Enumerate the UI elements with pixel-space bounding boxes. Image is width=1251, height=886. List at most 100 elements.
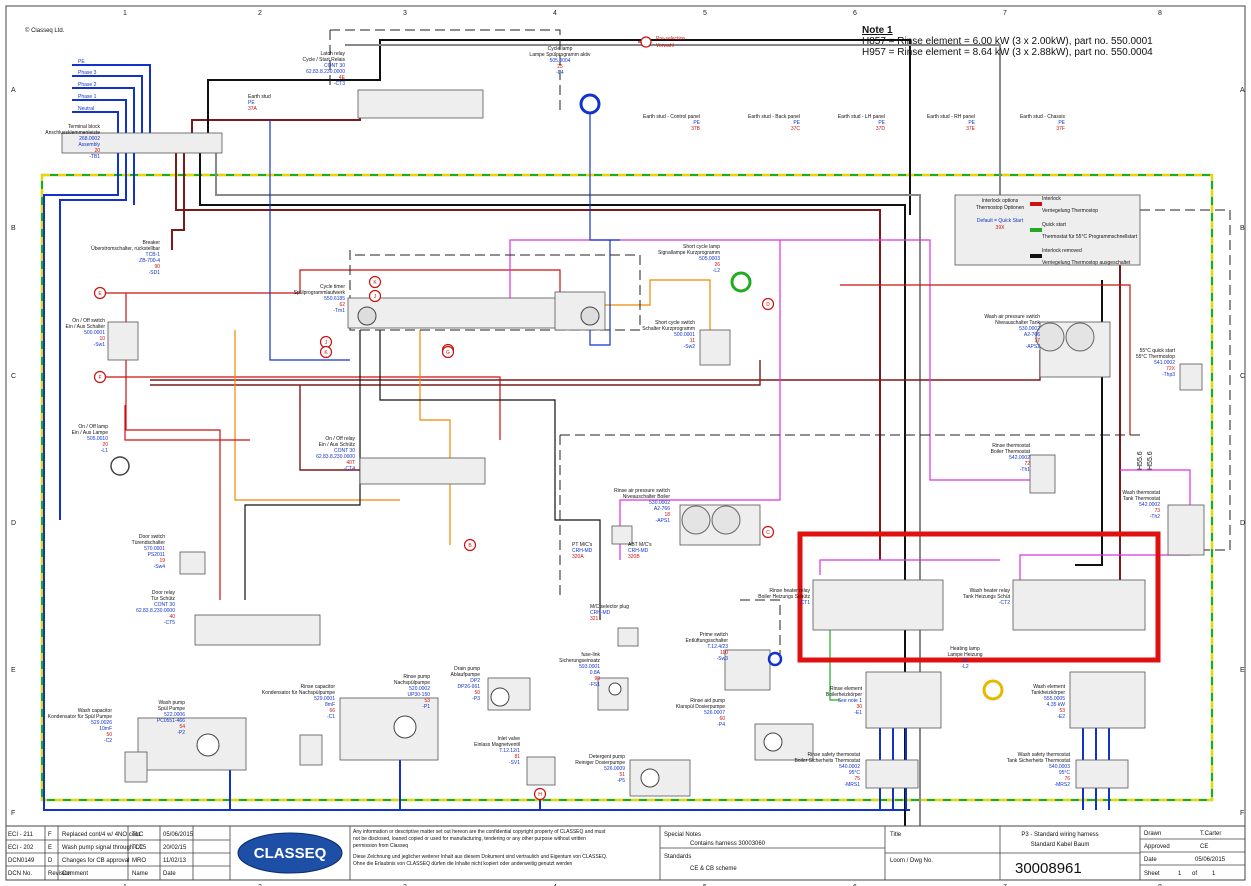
component-label: Breaker: [142, 240, 160, 246]
confidential-en-3: permission from Classeq: [353, 843, 408, 849]
component-code: 76: [1064, 776, 1070, 782]
revision-cell: F: [48, 832, 52, 838]
title-label: Title: [890, 832, 902, 838]
component-code: 529.0001: [314, 696, 335, 702]
component-label: Sicherungseinsatz: [559, 658, 600, 664]
marker-layer: KJEHFGDCBJKH: [93, 275, 775, 801]
component-label: Door switch: [139, 534, 165, 540]
marker-letter: J: [325, 340, 328, 346]
component-code: -Sw2: [684, 344, 696, 350]
component-label: 55°C quick start: [1140, 348, 1176, 354]
component-code: -Tm1: [333, 308, 345, 314]
component-code: -E2: [1057, 714, 1065, 720]
component-label: Ablaufpumpe: [451, 672, 481, 678]
supply-line-labels: PE Phase 3 Phase 2 Phase 1 Neutral: [78, 59, 97, 112]
rinse-aid-pump-icon: [763, 732, 783, 752]
supply-phase3: Phase 3: [78, 70, 97, 76]
component-code: -Sw1: [94, 342, 106, 348]
date-label: Date: [1144, 857, 1157, 863]
component-code: UP30-150: [407, 692, 430, 698]
component-code: 40: [169, 614, 175, 620]
component-code: PE: [248, 100, 255, 106]
revision-cell: ECI - 211: [8, 832, 34, 838]
revision-cell: Changes for CB approval: [62, 858, 129, 864]
component-code: -C1: [327, 714, 335, 720]
component-label: M/C selector plug: [590, 604, 629, 610]
component-label: Kondensator für Nachspülpumpe: [262, 690, 335, 696]
grid-col-bottom: 7: [1003, 884, 1007, 886]
component-code: 17: [1034, 338, 1040, 344]
component-label: Boilerheizkörper: [826, 692, 862, 698]
component-rinse-air-switch: Rinse air pressure switchNiveauschalter …: [614, 488, 670, 524]
component-label: Kondensator für Spül Pumpe: [48, 714, 112, 720]
component-code: 25: [557, 64, 563, 70]
component-label: Wash air pressure switch: [984, 314, 1040, 320]
loom-number: 30008961: [1015, 860, 1082, 877]
marker-letter: E: [98, 291, 102, 297]
component-code: 66: [329, 708, 335, 714]
interlock-swatch: [1030, 228, 1042, 232]
component-code: 37F: [1056, 126, 1065, 132]
component-code: 10: [99, 336, 105, 342]
interlock-option-sub: Verriegelung Thermostop: [1042, 208, 1098, 214]
wash-air-bellows-icon-2: [1065, 322, 1095, 352]
component-code: -FS1: [589, 682, 600, 688]
component-code: 500.0001: [84, 330, 105, 336]
component-label: ABT M/C's: [628, 542, 652, 548]
component-code: 10mF: [99, 726, 112, 732]
component-code: CONT 30: [324, 63, 345, 69]
grid-col-bottom: 3: [403, 884, 407, 886]
component-code: 540.0002: [839, 764, 860, 770]
component-code: -CT4: [344, 466, 355, 472]
component-code: CRH-MD: [590, 610, 611, 616]
component-code: DP26-961: [457, 684, 480, 690]
grid-row-right: A: [1240, 87, 1245, 94]
component-code: -CT2: [999, 600, 1010, 606]
revision-cell: Wash pump signal through CT5: [62, 845, 147, 851]
component-code: 505.0004: [550, 58, 571, 64]
interlock-swatch: [1030, 202, 1042, 206]
component-code: 542.0002: [1009, 455, 1030, 461]
supply-pe: PE: [78, 59, 85, 65]
revision-header: Date: [163, 871, 176, 877]
grid-col-top: 7: [1003, 10, 1007, 17]
component-code: TCB-1: [146, 252, 161, 258]
component-label: Tank Thermostat: [1123, 496, 1161, 502]
grid-row-left: C: [11, 373, 16, 380]
grid-row-right: C: [1240, 373, 1245, 380]
component-code: 60: [719, 716, 725, 722]
supply-neutral: Neutral: [78, 106, 94, 112]
component-label: Signallampe Kurzprogramm: [658, 250, 720, 256]
component-label-layer: Terminal blockAnschlussklemmenleiste268.…: [45, 46, 1175, 788]
component-label: Türendschalter: [132, 540, 166, 546]
revision-header: Name: [132, 871, 149, 877]
component-code: 555.0005: [1044, 696, 1065, 702]
component-code: 19: [159, 558, 165, 564]
component-code: -SD1: [149, 270, 161, 276]
component-code: -P1: [422, 704, 430, 710]
component-code: 37C: [791, 126, 801, 132]
component-label: fuse-link: [581, 652, 600, 658]
component-label: Ein / Aus Schütz: [319, 442, 356, 448]
component-code: 50: [474, 690, 480, 696]
component-door-switch: Door switchTürendschalter570.0001PS20111…: [132, 534, 166, 570]
component-label: Boiler Sicherheits Thermostat: [795, 758, 861, 764]
component-label: Wash pump: [159, 700, 186, 706]
revision-cell: DCN0149: [8, 858, 35, 864]
wash-air-bellows-icon: [1035, 322, 1065, 352]
preselection-label-de: Vorwahl: [656, 43, 674, 49]
heating-lamp-icon: [982, 679, 1004, 701]
